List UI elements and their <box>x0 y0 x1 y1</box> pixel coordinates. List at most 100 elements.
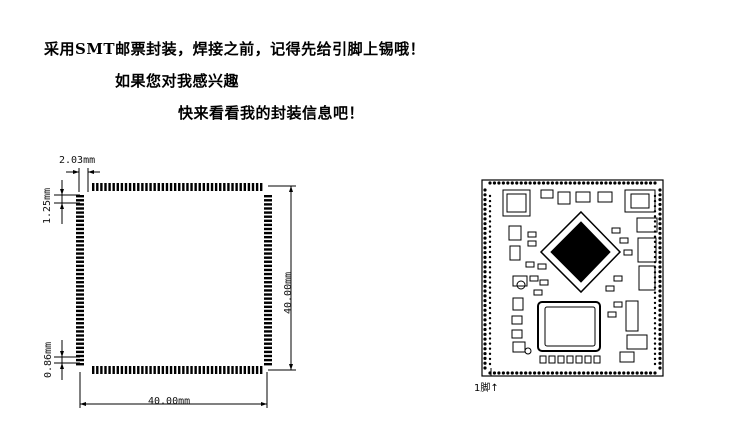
board-edge-pad <box>635 181 639 185</box>
board-inner-pad <box>488 235 492 238</box>
board-edge-pad <box>483 193 487 197</box>
footprint-pad <box>264 322 272 325</box>
footprint-pad <box>182 366 185 374</box>
board-drawing <box>481 179 664 377</box>
top-right-component <box>624 189 656 213</box>
footprint-pad <box>255 366 259 374</box>
board-edge-pad <box>586 371 590 375</box>
board-inner-pad <box>488 220 492 223</box>
footprint-pad <box>96 183 99 191</box>
board-edge-pad <box>658 188 662 192</box>
board-inner-pad <box>488 271 492 274</box>
board-edge-pad <box>658 207 662 211</box>
footprint-pad <box>264 342 272 345</box>
footprint-pad <box>198 366 201 374</box>
board-edge-pad <box>573 371 577 375</box>
board-edge-pad <box>528 371 532 375</box>
board-edge-pad <box>586 181 590 185</box>
board-inner-pad <box>653 347 657 350</box>
footprint-pad <box>198 183 201 191</box>
board-edge-pad <box>658 351 662 356</box>
board-edge-pad <box>483 231 487 235</box>
board-inner-pad <box>488 306 492 310</box>
footprint-pad <box>76 211 84 214</box>
board-edge-pad <box>644 181 648 185</box>
footprint-pad <box>239 183 242 191</box>
board-edge-pad <box>483 308 487 312</box>
footprint-pad <box>264 346 272 350</box>
footprint-pad <box>108 366 111 374</box>
footprint-pad <box>76 305 84 309</box>
board-inner-pad <box>488 316 492 320</box>
footprint-drawing <box>54 168 296 408</box>
board-edge-pad <box>510 371 514 375</box>
footprint-pad <box>76 256 84 259</box>
board-edge-pad <box>519 181 523 185</box>
board-edge-pad <box>483 265 487 269</box>
footprint-pad <box>76 350 84 354</box>
board-edge-pad <box>658 299 662 303</box>
footprint-pad <box>76 268 84 272</box>
board-inner-pad <box>488 266 492 269</box>
footprint-pad <box>165 183 169 191</box>
footprint-pad <box>100 366 103 374</box>
footprint-pad <box>235 183 238 191</box>
board-edge-pad <box>658 217 662 221</box>
board-edge-pad <box>483 236 487 240</box>
board-edge-pad <box>658 212 662 216</box>
board-edge-pad <box>582 181 586 185</box>
board-edge-pad <box>541 181 546 185</box>
footprint-pad <box>76 346 84 350</box>
board-inner-pad <box>488 245 492 249</box>
board-edge-pad <box>595 371 599 375</box>
footprint-pad <box>132 366 136 374</box>
footprint-pad <box>206 366 210 374</box>
board-edge-pad <box>483 327 487 332</box>
board-edge-pad <box>546 181 550 185</box>
footprint-pad <box>76 252 84 255</box>
board-edge-pad <box>658 241 662 245</box>
footprint-pad <box>120 183 124 191</box>
board-edge-pad <box>658 332 662 336</box>
footprint-pad <box>124 183 128 191</box>
board-edge-pad <box>631 181 635 185</box>
footprint-pad <box>210 183 214 191</box>
pad-height-dimension-label: 1.25mm <box>42 187 53 224</box>
board-components <box>502 189 658 364</box>
board-outline <box>481 179 664 377</box>
footprint-pad <box>104 183 107 191</box>
board-edge-pad <box>501 181 505 185</box>
board-inner-pad <box>488 199 492 203</box>
footprint-pad <box>247 366 251 374</box>
footprint-pad <box>128 366 132 374</box>
board-inner-pad <box>653 362 657 366</box>
board-edge-pad <box>577 371 581 375</box>
board-edge-pad <box>492 371 497 375</box>
board-edge-pad <box>658 289 662 293</box>
footprint-pad <box>186 366 189 374</box>
board-edge-pad <box>483 332 487 336</box>
board-inner-pad <box>488 362 492 366</box>
footprint-pad <box>76 215 84 218</box>
board-edge-pad <box>658 246 662 250</box>
footprint-pad <box>264 309 272 313</box>
board-edge-pad <box>483 241 487 245</box>
memory-module <box>537 301 601 352</box>
board-edge-pad <box>524 181 528 185</box>
board-edge-pad <box>590 371 595 375</box>
board-inner-pad <box>653 327 657 330</box>
board-inner-pad <box>653 291 657 294</box>
footprint-pad <box>76 240 84 243</box>
footprint-pad <box>76 264 84 268</box>
footprint-pad <box>173 366 177 374</box>
board-edge-pad <box>483 270 487 274</box>
board-edge-pads <box>483 181 662 375</box>
footprint-pad <box>76 276 84 280</box>
board-inner-pad <box>488 215 492 218</box>
footprint-pad <box>264 252 272 255</box>
board-edge-pad <box>658 265 662 269</box>
board-inner-pad <box>488 194 492 198</box>
board-edge-pad <box>483 212 487 216</box>
footprint-pad <box>76 354 84 358</box>
footprint-pad <box>264 199 272 202</box>
